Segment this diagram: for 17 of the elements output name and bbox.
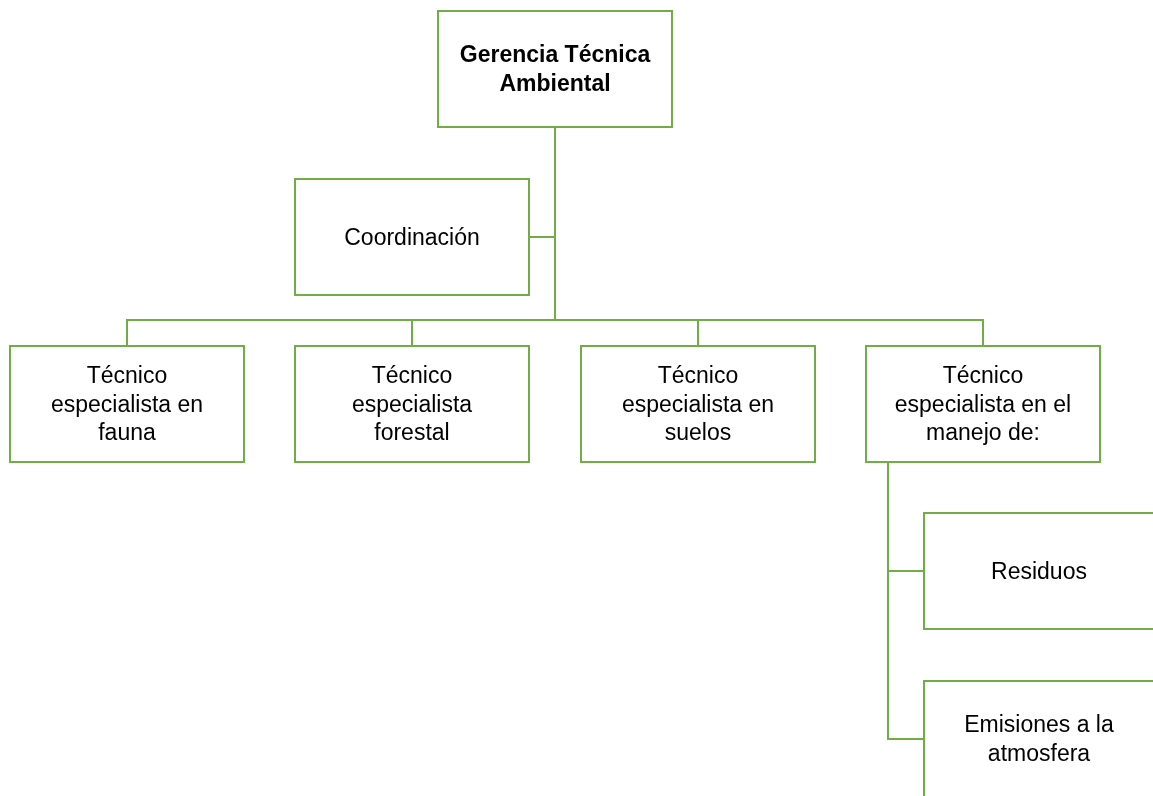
box-label: Residuos: [991, 556, 1087, 586]
org-box: [294, 345, 530, 463]
org-box: [923, 680, 1153, 796]
org-box: [923, 512, 1153, 630]
box-label: Gerencia Técnica Ambiental: [458, 40, 652, 98]
box-label: Coordinación: [344, 222, 480, 252]
org-box: [580, 345, 816, 463]
box-label: Técnico especialista en el manejo de:: [893, 360, 1073, 448]
org-box: [437, 10, 673, 128]
connector-line: [887, 462, 924, 740]
box-label: Emisiones a la atmosfera: [963, 710, 1115, 768]
org-box: [865, 345, 1101, 463]
org-box: [294, 178, 530, 296]
org-box: [9, 345, 245, 463]
box-label: Técnico especialista en suelos: [620, 360, 776, 448]
box-label: Técnico especialista en fauna: [49, 360, 205, 448]
box-label: Técnico especialista forestal: [350, 360, 474, 448]
